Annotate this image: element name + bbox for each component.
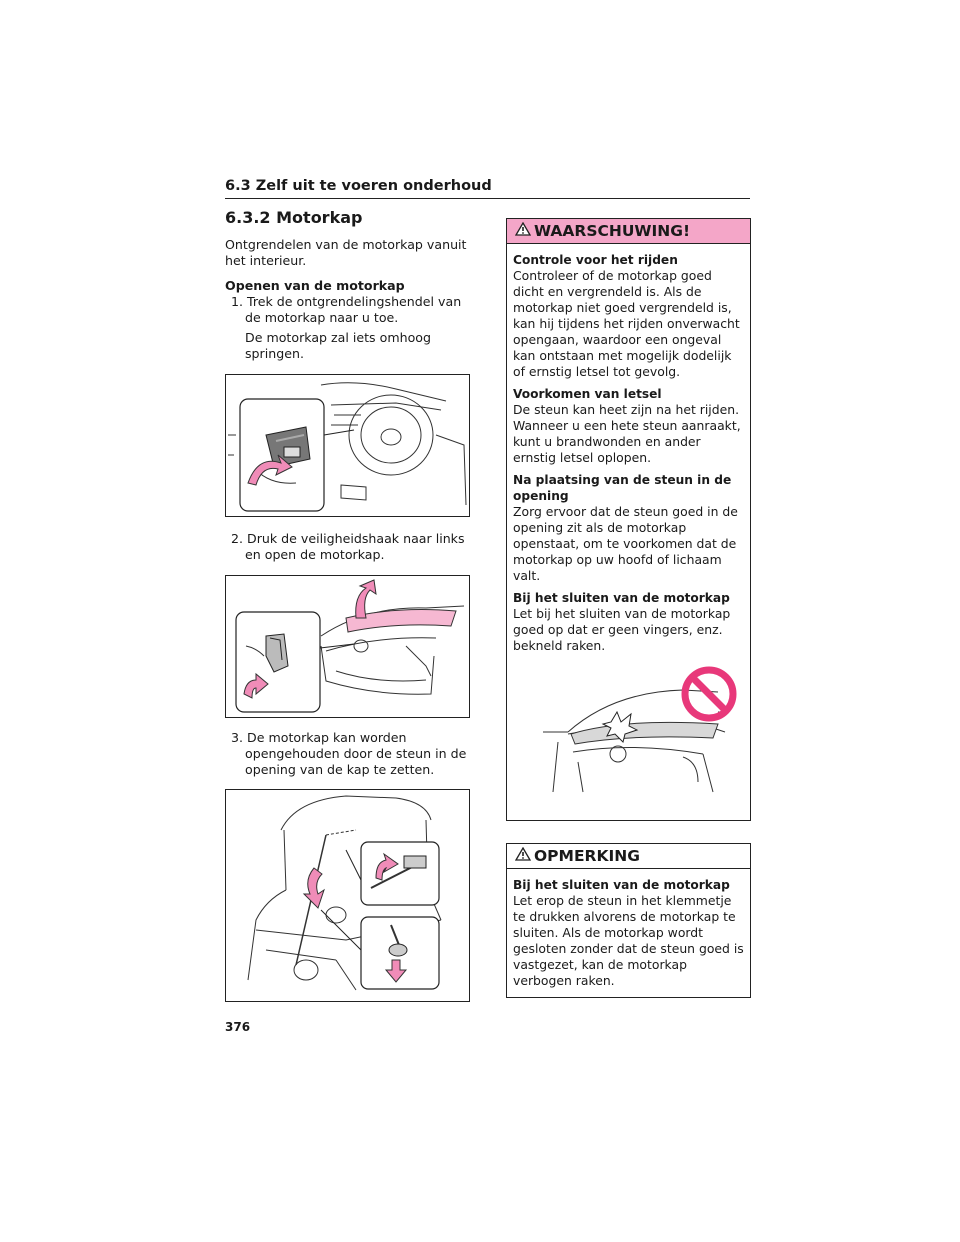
note-box: OPMERKING Bij het sluiten van de motorka… [506,843,751,998]
step-1: 1. Trek de ontgrendelingshendel van de m… [231,294,462,325]
step-1-note: De motorkap zal iets omhoog springen. [245,330,431,361]
note-item-title: Bij het sluiten van de motorkap [513,878,730,892]
warning-item-title: Bij het sluiten van de motorkap [513,591,730,605]
right-column: WAARSCHUWING! Controle voor het rijden C… [506,218,751,998]
figure-closing-hazard [513,662,744,812]
figure-release-lever [225,374,470,517]
warning-item-title: Na plaatsing van de steun in de opening [513,473,732,503]
warning-header: WAARSCHUWING! [507,219,750,244]
intro-text: Ontgrendelen van de motorkap vanuit het … [225,237,467,268]
hood-support-illustration [247,795,442,991]
warning-item-title: Controle voor het rijden [513,253,678,267]
note-item-text: Let erop de steun in het klemmetje te dr… [513,893,744,988]
figure-safety-catch [225,575,470,718]
note-title: OPMERKING [534,847,640,865]
warning-triangle-icon [514,221,532,240]
page-number: 376 [225,1020,251,1034]
warning-triangle-icon [514,846,532,865]
prohibition-icon [681,666,737,722]
closing-hazard-illustration [543,666,737,793]
open-hood-heading: Openen van de motorkap [225,278,405,293]
step-3: 3. De motorkap kan worden opengehouden d… [231,730,467,777]
page-title: 6.3.2 Motorkap [225,208,363,227]
safety-catch-illustration [235,579,465,713]
warning-title: WAARSCHUWING! [534,222,691,240]
warning-item-title: Voorkomen van letsel [513,387,662,401]
left-column: 6.3.2 Motorkap Ontgrendelen van de motor… [225,206,473,1002]
figure-hood-support [225,789,470,1002]
section-header: 6.3 Zelf uit te voeren onderhoud [225,178,750,199]
warning-box: WAARSCHUWING! Controle voor het rijden C… [506,218,751,821]
warning-item-text: Controleer of de motorkap goed dicht en … [513,268,740,379]
warning-item-text: Zorg ervoor dat de steun goed in de open… [513,504,738,583]
warning-item-text: De steun kan heet zijn na het rijden. Wa… [513,402,741,465]
step-2: 2. Druk de veiligheidshaak naar links en… [231,531,465,562]
release-lever-illustration [228,382,467,512]
warning-item-text: Let bij het sluiten van de motorkap goed… [513,606,731,653]
note-header: OPMERKING [507,844,750,869]
